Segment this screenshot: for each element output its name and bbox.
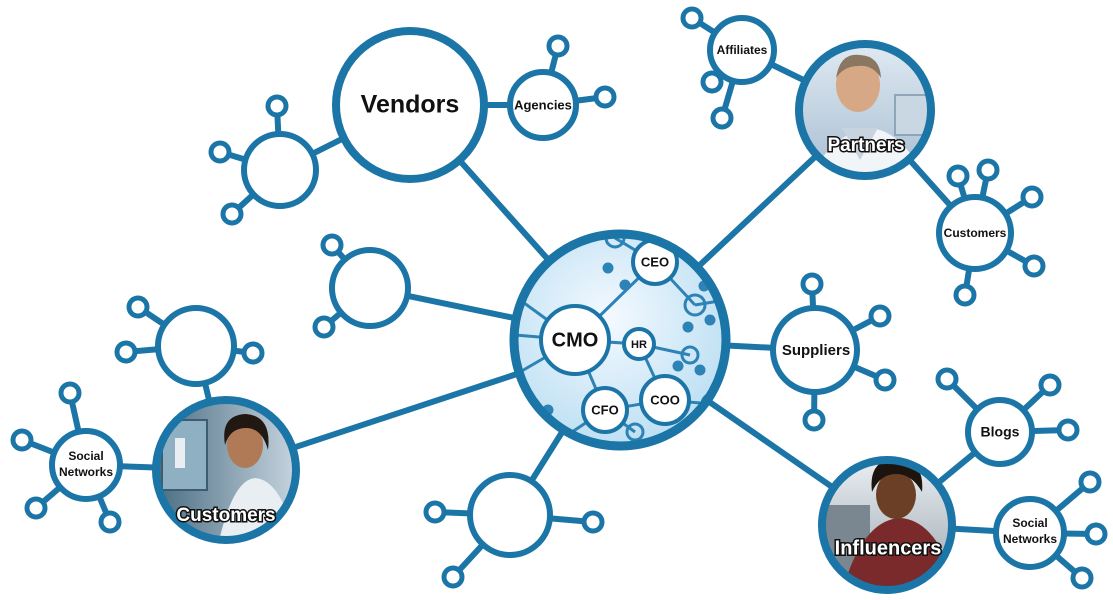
leaf-node — [800, 272, 824, 296]
leaf-node — [1056, 418, 1080, 442]
customers-right-label: Customers — [944, 226, 1007, 240]
hr-label: HR — [631, 339, 647, 351]
customers-left-label: Customers — [176, 505, 275, 526]
social-right-label-line2: Networks — [1003, 532, 1057, 546]
vendors-node[interactable]: Vendors — [332, 27, 488, 183]
leaf-nodes — [10, 6, 1108, 590]
leaf-node — [312, 315, 336, 339]
empty-node — [467, 472, 553, 558]
leaf-node — [58, 381, 82, 405]
leaf-node — [581, 510, 605, 534]
empty-node — [155, 305, 237, 387]
leaf-node — [976, 158, 1000, 182]
affiliates-node[interactable]: Affiliates — [707, 15, 777, 85]
leaf-node — [1038, 373, 1062, 397]
leaf-node — [320, 233, 344, 257]
suppliers-node[interactable]: Suppliers — [770, 305, 860, 395]
ceo-label: CEO — [641, 254, 669, 269]
cfo-label: CFO — [591, 402, 618, 417]
leaf-node — [802, 408, 826, 432]
leaf-node — [546, 34, 570, 58]
affiliates-label: Affiliates — [717, 43, 768, 57]
partners-node[interactable]: Partners — [795, 40, 945, 190]
customers-right-node[interactable]: Customers — [936, 194, 1014, 272]
leaf-node — [680, 6, 704, 30]
leaf-node — [1070, 566, 1094, 590]
leaf-node — [98, 510, 122, 534]
leaf-node — [710, 106, 734, 130]
leaf-node — [946, 164, 970, 188]
leaf-node — [1078, 470, 1102, 494]
cmo-label: CMO — [552, 329, 599, 351]
influencers-label: Influencers — [835, 537, 942, 559]
leaf-node — [24, 496, 48, 520]
leaf-node — [423, 500, 447, 524]
leaf-node — [700, 70, 724, 94]
social-networks-left-node[interactable]: Social Networks — [49, 428, 123, 502]
blogs-label: Blogs — [981, 424, 1020, 440]
cmo-hub[interactable]: CMO CEO HR CFO COO — [509, 229, 731, 451]
leaf-node — [114, 340, 138, 364]
leaf-node — [593, 85, 617, 109]
leaf-node — [1022, 254, 1046, 278]
leaf-node — [935, 367, 959, 391]
leaf-node — [126, 295, 150, 319]
leaf-node — [1020, 185, 1044, 209]
leaf-node — [873, 368, 897, 392]
leaf-node — [441, 565, 465, 589]
coo-label: COO — [650, 392, 680, 407]
leaf-node — [953, 283, 977, 307]
leaf-node — [220, 202, 244, 226]
blogs-node[interactable]: Blogs — [965, 397, 1035, 467]
empty-nodes — [155, 131, 553, 558]
suppliers-label: Suppliers — [782, 342, 850, 359]
leaf-node — [1084, 522, 1108, 546]
empty-node — [241, 131, 319, 209]
leaf-node — [241, 341, 265, 365]
agencies-node[interactable]: Agencies — [507, 69, 579, 141]
agencies-label: Agencies — [514, 97, 572, 112]
partners-label: Partners — [827, 135, 904, 156]
influencers-node[interactable]: Influencers — [818, 456, 960, 600]
empty-node — [329, 247, 411, 329]
social-left-label-line1: Social — [68, 449, 103, 463]
leaf-node — [868, 304, 892, 328]
customers-left-node[interactable]: Customers — [152, 396, 300, 560]
leaf-node — [10, 428, 34, 452]
vendors-label: Vendors — [361, 91, 460, 119]
social-left-label-line2: Networks — [59, 465, 113, 479]
social-right-label-line1: Social — [1012, 516, 1047, 530]
social-networks-right-node[interactable]: Social Networks — [993, 496, 1067, 570]
hub-inner-nodes — [539, 238, 691, 434]
leaf-node — [265, 94, 289, 118]
leaf-node — [208, 140, 232, 164]
